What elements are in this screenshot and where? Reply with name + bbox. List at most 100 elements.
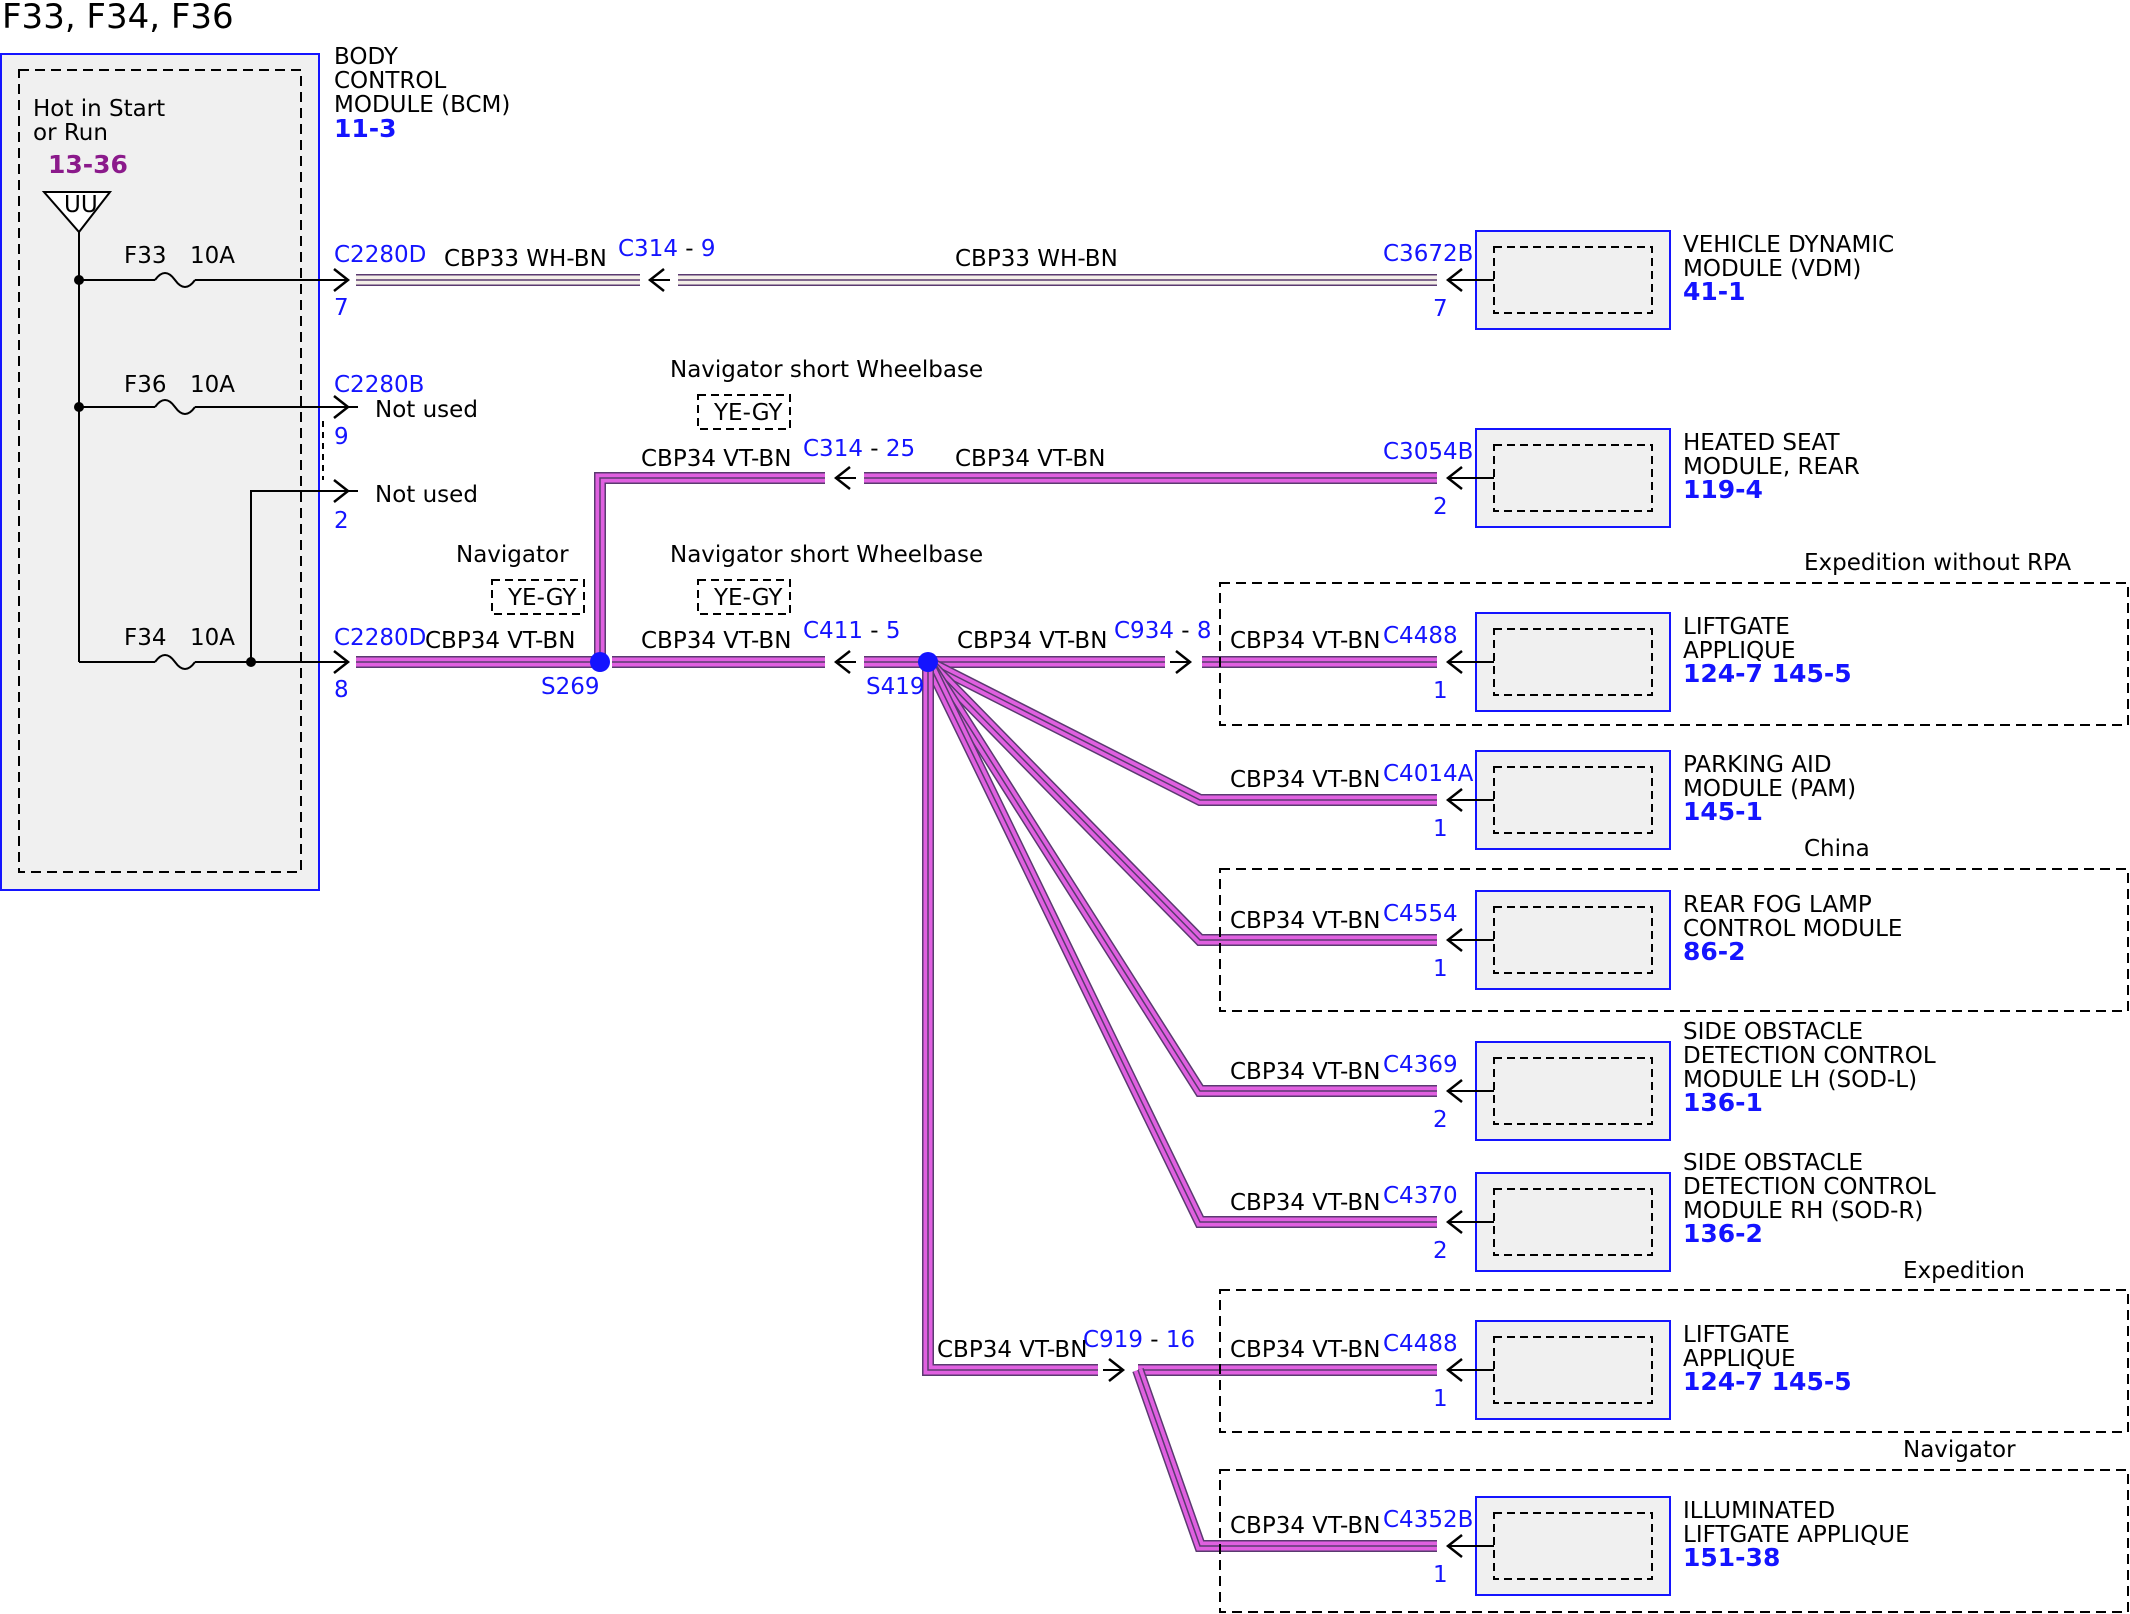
svg-text:CBP34 VT-BN: CBP34 VT-BN: [425, 628, 575, 654]
svg-text:Not used: Not used: [375, 397, 478, 423]
svg-text:S419: S419: [866, 674, 925, 700]
bcm-connector-labels: C2280D 7 C2280B 9 Not used 2 Not used C2…: [334, 242, 478, 703]
connector-arrows: [328, 268, 1468, 1558]
inline-connector-labels: C314 - 9 C314 - 25 C411 - 5 C934 - 8 C91…: [618, 236, 1212, 1353]
svg-text:F34: F34: [124, 625, 167, 651]
module-connector-4: C4554: [1383, 901, 1458, 927]
module-connector-6: C4370: [1383, 1183, 1458, 1209]
module-pin-5: 2: [1433, 1107, 1448, 1133]
module-ref-7: 124-7 145-5: [1683, 1367, 1852, 1396]
svg-text:CBP34 VT-BN: CBP34 VT-BN: [1230, 908, 1380, 934]
svg-text:F33: F33: [124, 243, 167, 269]
svg-text:CBP34 VT-BN: CBP34 VT-BN: [1230, 767, 1380, 793]
svg-text:C934 - 8: C934 - 8: [1114, 618, 1212, 644]
svg-text:8: 8: [334, 677, 349, 703]
bcm-inner-dashed: [18, 69, 302, 873]
wire-s269-c314: [594, 472, 825, 662]
fuse-f34: F34 10A: [124, 625, 235, 670]
svg-text:BODY: BODY: [334, 44, 399, 70]
module-pin-8: 1: [1433, 1562, 1448, 1588]
fuse-f33: F33 10A: [124, 243, 235, 288]
wires: [356, 274, 1437, 1552]
svg-text:10A: 10A: [190, 243, 235, 269]
module-pin-3: 1: [1433, 816, 1448, 842]
svg-text:C919 - 16: C919 - 16: [1083, 1327, 1195, 1353]
module-name-line: DETECTION CONTROL: [1683, 1043, 1936, 1069]
svg-text:CBP34 VT-BN: CBP34 VT-BN: [641, 628, 791, 654]
svg-text:10A: 10A: [190, 625, 235, 651]
svg-text:Not used: Not used: [375, 482, 478, 508]
svg-text:C411 - 5: C411 - 5: [803, 618, 901, 644]
svg-text:C2280B: C2280B: [334, 372, 424, 398]
module-name-line: ILLUMINATED: [1683, 1498, 1835, 1524]
module-name-line: LIFTGATE: [1683, 614, 1790, 640]
module-connector-7: C4488: [1383, 1331, 1458, 1357]
wire-circuit-labels: CBP33 WH-BN CBP33 WH-BN CBP34 VT-BN CBP3…: [425, 246, 1380, 1539]
module-name-line: REAR FOG LAMP: [1683, 892, 1872, 918]
svg-text:9: 9: [334, 424, 349, 450]
svg-text:Navigator: Navigator: [1903, 1437, 2016, 1463]
wire-s419-pam: [925, 656, 1437, 806]
svg-text:CBP34 VT-BN: CBP34 VT-BN: [1230, 1337, 1380, 1363]
module-ref-2: 124-7 145-5: [1683, 659, 1852, 688]
svg-text:CONTROL: CONTROL: [334, 68, 447, 94]
module-pin-6: 2: [1433, 1238, 1448, 1264]
svg-text:CBP34 VT-BN: CBP34 VT-BN: [1230, 1513, 1380, 1539]
module-ref-1: 119-4: [1683, 475, 1763, 504]
module-connector-1: C3054B: [1383, 439, 1473, 465]
svg-text:7: 7: [334, 295, 349, 321]
module-name-line: MODULE (VDM): [1683, 256, 1861, 282]
module-name-line: LIFTGATE APPLIQUE: [1683, 1522, 1910, 1548]
module-pin-7: 1: [1433, 1386, 1448, 1412]
svg-text:Navigator short Wheelbase: Navigator short Wheelbase: [670, 357, 983, 383]
svg-text:CBP33 WH-BN: CBP33 WH-BN: [444, 246, 607, 272]
module-ref-0: 41-1: [1683, 277, 1746, 306]
svg-text:MODULE (BCM): MODULE (BCM): [334, 92, 510, 118]
variant-labels: Navigator short Wheelbase YE-GY Navigato…: [456, 357, 2071, 1463]
module-ref-5: 136-1: [1683, 1088, 1763, 1117]
bcm-dots: [74, 275, 256, 667]
power-source: Hot in Start or Run 13-36 UU: [33, 96, 165, 234]
fuse-f36: F36 10A: [124, 372, 235, 415]
module-connector-2: C4488: [1383, 623, 1458, 649]
bcm-internal-wiring: [78, 232, 330, 663]
svg-text:CBP34 VT-BN: CBP34 VT-BN: [641, 446, 791, 472]
svg-text:CBP34 VT-BN: CBP34 VT-BN: [1230, 1190, 1380, 1216]
svg-text:CBP34 VT-BN: CBP34 VT-BN: [1230, 628, 1380, 654]
svg-text:Navigator short Wheelbase: Navigator short Wheelbase: [670, 542, 983, 568]
svg-text:F36: F36: [124, 372, 167, 398]
module-name-line: HEATED SEAT: [1683, 430, 1840, 456]
svg-text:CBP34 VT-BN: CBP34 VT-BN: [1230, 1059, 1380, 1085]
module-connector-0: C3672B: [1383, 241, 1473, 267]
module-ref-4: 86-2: [1683, 937, 1746, 966]
wire-c919-illum: [1132, 1368, 1437, 1552]
splices: S269 S419: [541, 652, 938, 700]
module-ref-6: 136-2: [1683, 1219, 1763, 1248]
wire-s419-sodr: [922, 659, 1437, 1228]
module-pin-1: 2: [1433, 494, 1448, 520]
module-ref-3: 145-1: [1683, 797, 1763, 826]
bcm-ref: 11-3: [334, 114, 397, 143]
svg-text:CBP34 VT-BN: CBP34 VT-BN: [955, 446, 1105, 472]
svg-text:CBP34 VT-BN: CBP34 VT-BN: [957, 628, 1107, 654]
svg-text:CBP34 VT-BN: CBP34 VT-BN: [937, 1337, 1087, 1363]
splice-s269: [590, 652, 610, 672]
module-name-line: APPLIQUE: [1683, 638, 1796, 664]
module-name-line: MODULE LH (SOD-L): [1683, 1067, 1917, 1093]
svg-text:2: 2: [334, 508, 349, 534]
module-name-line: LIFTGATE: [1683, 1322, 1790, 1348]
module-pin-2: 1: [1433, 678, 1448, 704]
module-ref-8: 151-38: [1683, 1543, 1780, 1572]
module-name-line: SIDE OBSTACLE: [1683, 1150, 1863, 1176]
variant-regions: [1219, 582, 2129, 1613]
module-connector-3: C4014A: [1383, 761, 1474, 787]
svg-text:C314 - 9: C314 - 9: [618, 236, 716, 262]
svg-text:C2280D: C2280D: [334, 242, 426, 268]
